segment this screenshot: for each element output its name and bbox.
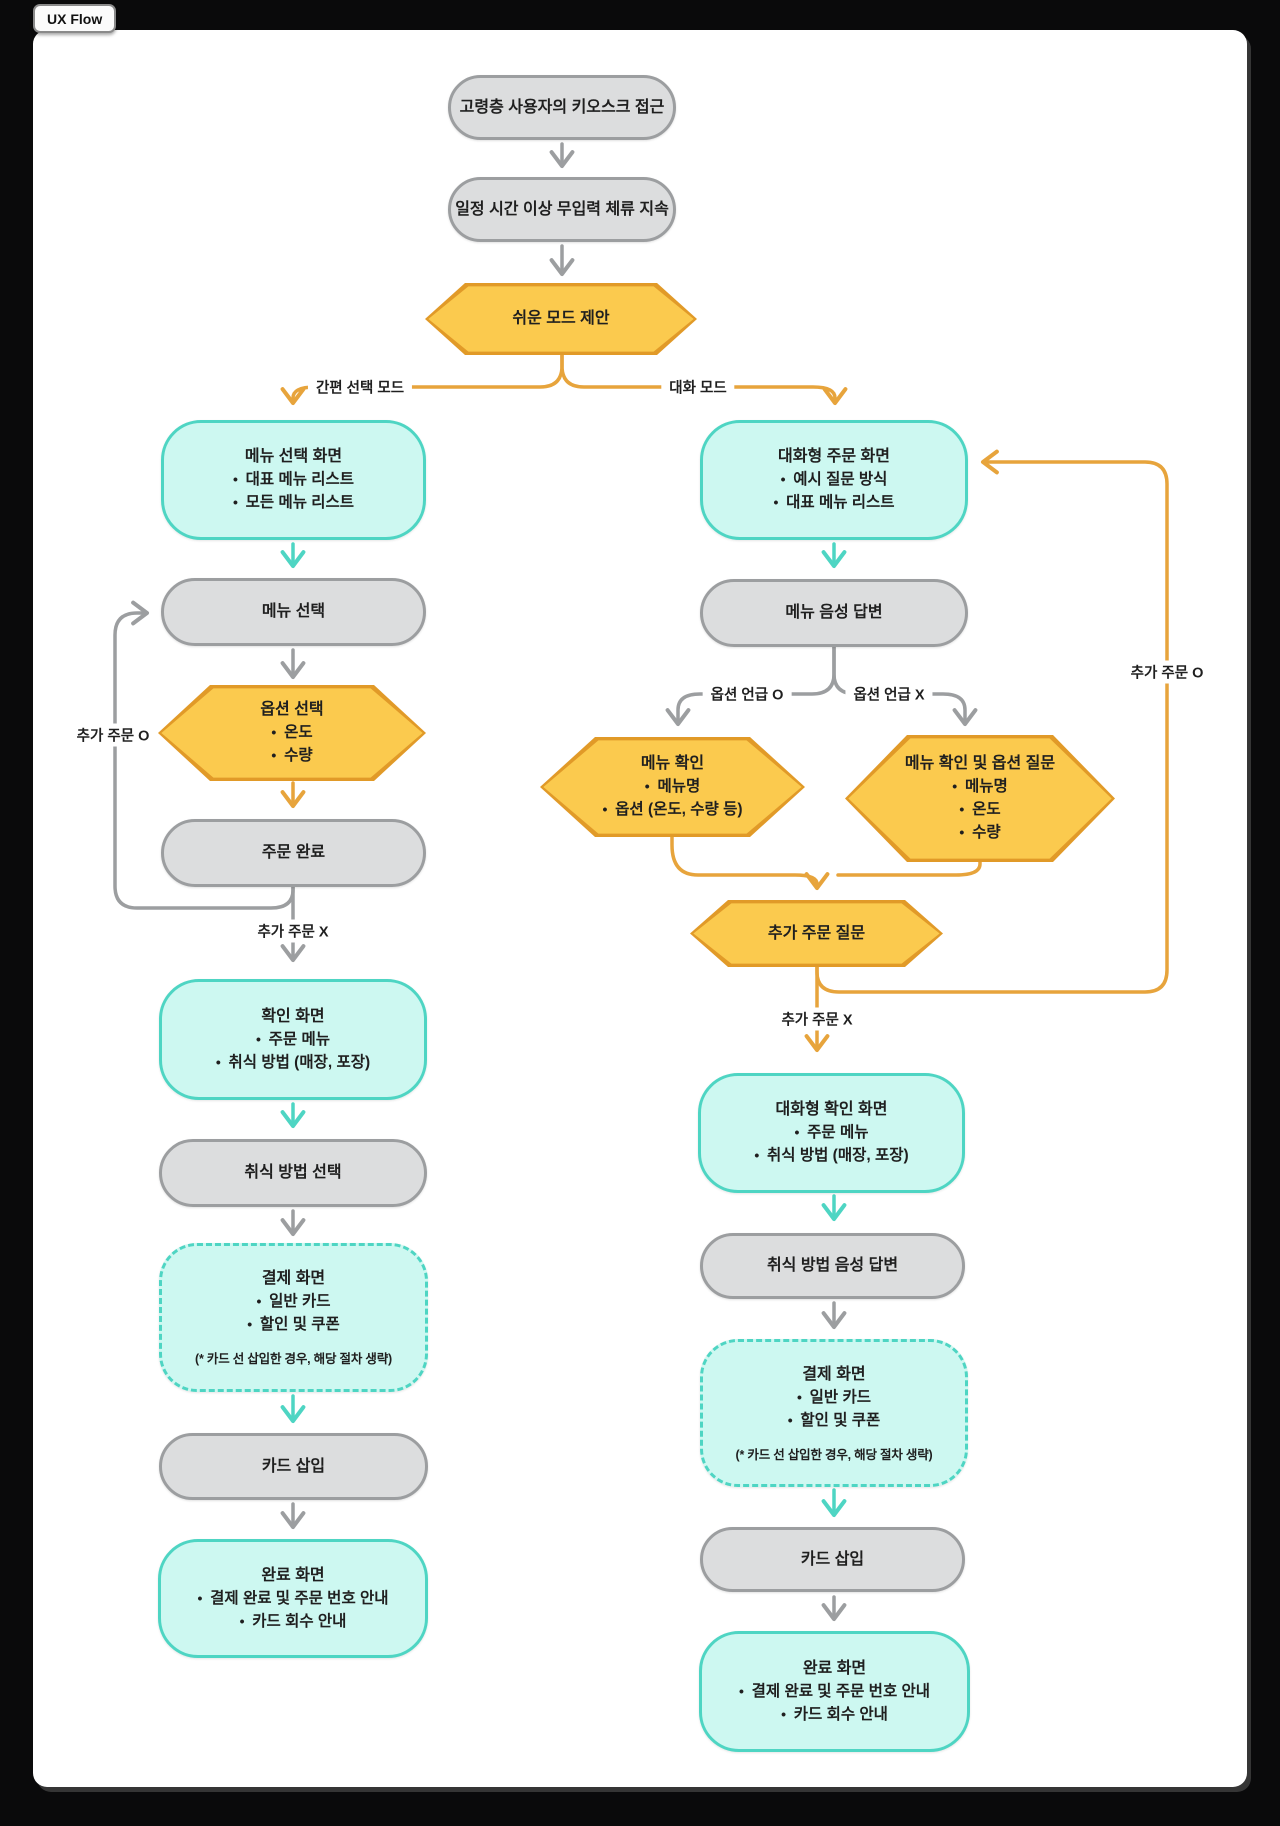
node-easy-mode-suggest[interactable]: 쉬운 모드 제안: [425, 283, 697, 355]
edge-left-loop-additional-order: [113, 600, 295, 910]
node-complete-screen-left[interactable]: 완료 화면 결제 완료 및 주문 번호 안내 카드 회수 안내: [158, 1539, 428, 1658]
node-confirm-screen[interactable]: 확인 화면 주문 메뉴 취식 방법 (매장, 포장): [159, 979, 427, 1100]
node-menu-voice-answer[interactable]: 메뉴 음성 답변: [700, 579, 968, 647]
edge-label-easy-pick-mode[interactable]: 간편 선택 모드: [307, 375, 413, 399]
node-idle-dwell[interactable]: 일정 시간 이상 무입력 체류 지속: [448, 177, 676, 242]
node-dialog-order-screen[interactable]: 대화형 주문 화면 예시 질문 방식 대표 메뉴 리스트: [700, 420, 968, 540]
node-menu-select[interactable]: 메뉴 선택: [161, 578, 426, 646]
node-order-complete[interactable]: 주문 완료: [161, 819, 426, 887]
edge-label-left-additional-order-no[interactable]: 추가 주문 X: [249, 919, 337, 943]
edge-label-left-additional-order-yes[interactable]: 추가 주문 O: [68, 723, 158, 747]
node-dining-method-voice-answer[interactable]: 취식 방법 음성 답변: [700, 1233, 965, 1299]
node-option-select[interactable]: 옵션 선택 온도 수량: [158, 685, 426, 781]
node-menu-select-screen[interactable]: 메뉴 선택 화면 대표 메뉴 리스트 모든 메뉴 리스트: [161, 420, 426, 540]
node-payment-screen-left[interactable]: 결제 화면 일반 카드 할인 및 쿠폰 (* 카드 선 삽입한 경우, 해당 절…: [159, 1243, 428, 1392]
node-payment-screen-right[interactable]: 결제 화면 일반 카드 할인 및 쿠폰 (* 카드 선 삽입한 경우, 해당 절…: [700, 1339, 968, 1487]
edge-optionquestion-merge: [836, 860, 982, 877]
edge-suggest-to-easy-mode: [280, 353, 564, 406]
edge-menuconfirm-merge-to-additional: [670, 835, 830, 891]
tab-ux-flow[interactable]: UX Flow: [33, 4, 117, 33]
edge-label-right-additional-order-yes[interactable]: 추가 주문 O: [1122, 660, 1212, 684]
edge-label-right-additional-order-no[interactable]: 추가 주문 X: [773, 1007, 861, 1031]
node-menu-confirm[interactable]: 메뉴 확인 메뉴명 옵션 (온도, 수량 등): [540, 737, 805, 837]
edge-label-dialog-mode[interactable]: 대화 모드: [661, 375, 735, 399]
edge-right-loop-additional-order: [815, 449, 1169, 994]
node-card-insert-left[interactable]: 카드 삽입: [159, 1433, 428, 1500]
node-dialog-confirm-screen[interactable]: 대화형 확인 화면 주문 메뉴 취식 방법 (매장, 포장): [698, 1073, 965, 1193]
tab-label: UX Flow: [47, 10, 103, 27]
node-dining-method-select[interactable]: 취식 방법 선택: [159, 1139, 427, 1207]
edge-label-option-mentioned-yes[interactable]: 옵션 언급 O: [702, 682, 792, 706]
node-menu-confirm-option-question[interactable]: 메뉴 확인 및 옵션 질문 메뉴명 온도 수량: [845, 735, 1115, 862]
node-kiosk-approach[interactable]: 고령층 사용자의 키오스크 접근: [448, 75, 676, 140]
node-complete-screen-right[interactable]: 완료 화면 결제 완료 및 주문 번호 안내 카드 회수 안내: [699, 1631, 970, 1752]
edge-label-option-mentioned-no[interactable]: 옵션 언급 X: [845, 682, 933, 706]
node-additional-order-question[interactable]: 추가 주문 질문: [690, 900, 943, 967]
node-card-insert-right[interactable]: 카드 삽입: [700, 1527, 965, 1592]
